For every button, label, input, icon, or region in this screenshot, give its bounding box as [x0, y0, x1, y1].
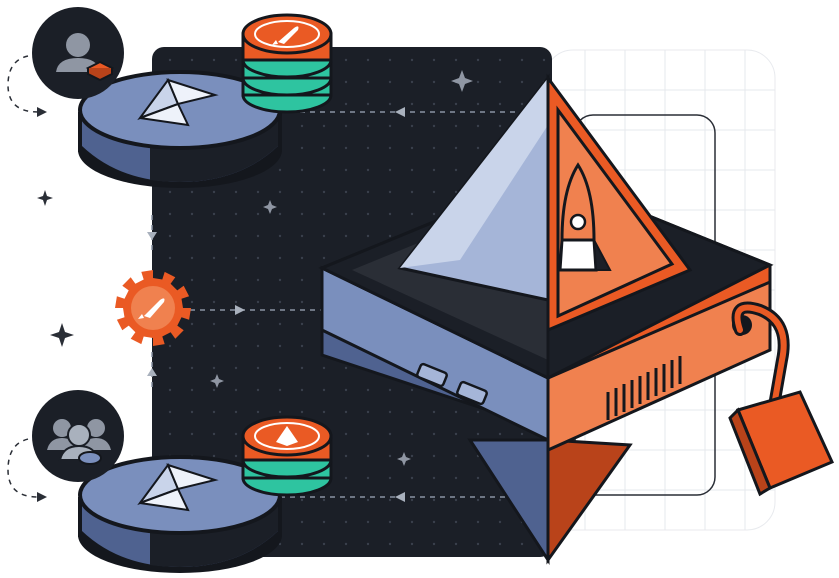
rocket-gear-icon: [115, 270, 191, 346]
single-user-icon: [32, 7, 124, 99]
sparkle-icon: [37, 190, 74, 347]
rocket-icon: [272, 26, 299, 45]
port-icon: [416, 362, 448, 388]
ethereum-icon: [137, 462, 219, 512]
ethereum-icon: [137, 77, 219, 127]
vent-grille: [606, 356, 682, 420]
rocket-coin-stack: [241, 13, 333, 114]
user-group-icon: [32, 390, 124, 482]
flow-lines-left: [7, 54, 45, 498]
top-staking-platform: [78, 70, 282, 188]
port-icon: [456, 380, 488, 406]
arrow-icon: [37, 107, 405, 502]
ethereum-icon: [276, 426, 298, 446]
rocket-icon: [558, 162, 612, 272]
padlock-icon: [728, 301, 835, 497]
bottom-staking-platform: [78, 455, 282, 573]
ethereum-coin-stack: [241, 415, 333, 497]
vault-device: [318, 73, 774, 566]
sparkle-icon: [210, 70, 473, 466]
